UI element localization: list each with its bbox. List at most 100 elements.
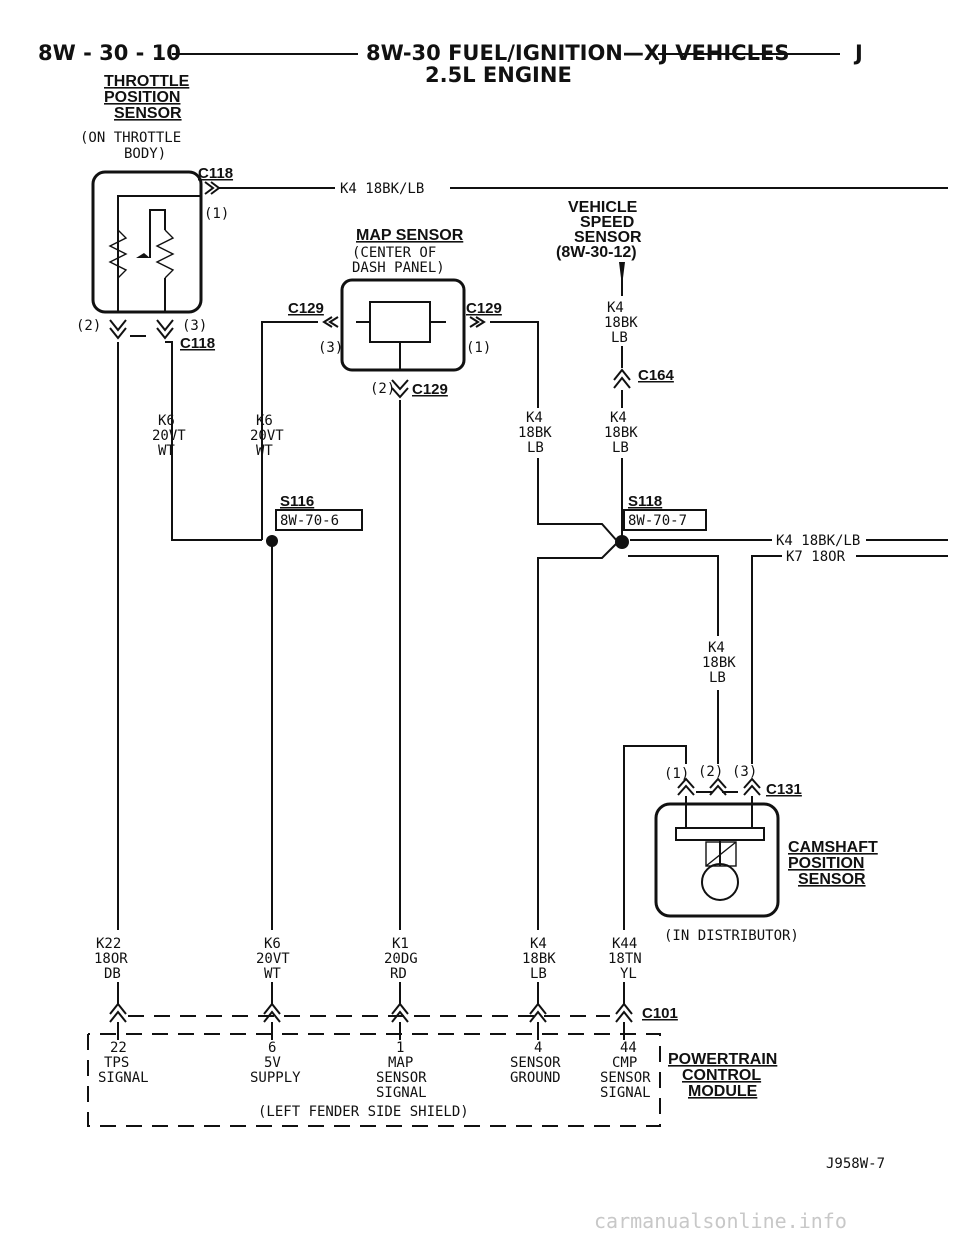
wire-k7-left (751, 555, 782, 764)
tps-conn-top: C118 (198, 165, 233, 182)
wire-k44-cmp-signal (623, 745, 687, 930)
tps-conn-pin3-symbol (156, 319, 174, 340)
vss-arrow (619, 262, 625, 278)
pcm-dashed-border (87, 1033, 661, 1127)
bw2-2: 20DG (384, 951, 418, 967)
s116-ref-box (275, 509, 363, 531)
bw4-2: 18TN (608, 951, 642, 967)
bw0-3: DB (104, 966, 121, 982)
bw4-1: K44 (612, 936, 637, 952)
wire-vss-2: 18BK (604, 315, 638, 331)
cmp-conn-1-symbol (677, 777, 695, 796)
tps-internal-wire (117, 195, 200, 300)
pcm-pin1-l3: SIGNAL (376, 1085, 427, 1101)
cmp-title-1: CAMSHAFT (788, 839, 878, 856)
map-pin-1: (1) (466, 340, 491, 356)
wire-k6-tps-2: 20VT (152, 428, 186, 444)
splice-s118: S118 8W-70-7 (615, 493, 707, 549)
pcm-pin4-l1: SENSOR (510, 1055, 561, 1071)
wire-vss-1: K4 (607, 300, 624, 316)
tps-location-2: BODY) (124, 146, 166, 162)
cmp-pickup (705, 841, 737, 867)
tps-housing (91, 170, 203, 314)
wire-k4-to-cmp (628, 555, 719, 636)
map-pin-2: (2) (370, 381, 395, 397)
s118-ref: 8W-70-7 (628, 513, 687, 529)
c101-pin4-symbol (529, 1002, 547, 1023)
page-ref: 8W - 30 - 10 (38, 41, 181, 65)
cmp-title-2: POSITION (788, 855, 864, 872)
pcm-pin22-num: 22 (110, 1040, 127, 1056)
pcm-title-2: CONTROL (682, 1067, 761, 1084)
map-conn-left-symbol (322, 316, 339, 328)
watermark: carmanualsonline.info (594, 1209, 847, 1233)
map-conn-right-symbol (469, 316, 486, 328)
map-conn-left: C129 (288, 300, 324, 317)
tps-title-3: SENSOR (114, 105, 182, 122)
wire-k4-sensor-ground (537, 541, 619, 930)
pcm-pin4-l2: GROUND (510, 1070, 561, 1086)
pcm-pin22-l2: SIGNAL (98, 1070, 149, 1086)
pcm-pin44-l1: CMP (612, 1055, 637, 1071)
tps-wiper (149, 209, 166, 258)
tps-title-1: THROTTLE (104, 73, 190, 90)
model-code: J (853, 41, 863, 65)
vss-ref: (8W-30-12) (556, 244, 637, 261)
map-pin-3: (3) (318, 340, 343, 356)
bw1-2: 20VT (256, 951, 290, 967)
wire-k4-c164-1: K4 (610, 410, 627, 426)
wire-k6-tps-pin3 (165, 341, 262, 541)
conn-c164: C164 (638, 367, 675, 384)
bw4-3: YL (620, 966, 637, 982)
wire-k4-map-2: 18BK (518, 425, 552, 441)
splice-s116: S116 8W-70-6 (261, 493, 363, 930)
wire-top-label: K4 18BK/LB (340, 181, 424, 197)
bw1-3: WT (264, 966, 281, 982)
pcm-title-3: MODULE (688, 1083, 758, 1100)
conn-c131: C131 (766, 781, 802, 798)
page-header: 8W - 30 - 10 8W-30 FUEL/IGNITION—XJ VEHI… (38, 41, 863, 87)
bw0-1: K22 (96, 936, 121, 952)
map-housing (340, 278, 466, 372)
conn-c101: C101 (642, 1005, 678, 1022)
pcm-pin4-num: 4 (534, 1040, 542, 1056)
wire-right-2-label: K7 18OR (786, 549, 846, 565)
tps-resistor-left (108, 229, 128, 279)
wire-k4-cmp-1: K4 (708, 640, 725, 656)
s118-ref-box (623, 509, 707, 531)
bw0-2: 18OR (94, 951, 128, 967)
tps-pin-2: (2) (76, 318, 101, 334)
pcm-location: (LEFT FENDER SIDE SHIELD) (258, 1104, 469, 1120)
wire-k4-cmp-2: 18BK (702, 655, 736, 671)
map-element (369, 301, 431, 343)
s118-id: S118 (628, 493, 662, 510)
tps-conn-bottom: C118 (180, 335, 215, 352)
wire-k4-map-1: K4 (526, 410, 543, 426)
cmp-conn-3-symbol (743, 777, 761, 796)
wire-k4-map-3: LB (527, 440, 544, 456)
cmp-title-3: SENSOR (798, 871, 866, 888)
map-title: MAP SENSOR (356, 227, 464, 244)
bw3-2: 18BK (522, 951, 556, 967)
cmp-pin-2: (2) (698, 764, 723, 780)
map-conn-right: C129 (466, 300, 502, 317)
engine-label: 2.5L ENGINE (425, 63, 572, 87)
vss-title-1: VEHICLE (568, 199, 638, 216)
tps-location-1: (ON THROTTLE (80, 130, 181, 146)
pcm-pin6-num: 6 (268, 1040, 276, 1056)
c101-pin44-symbol (615, 1002, 633, 1023)
bottom-wire-labels: K22 18OR DB K6 20VT WT K1 20DG RD K4 18B… (94, 936, 642, 982)
bw1-1: K6 (264, 936, 281, 952)
pcm-pin44-num: 44 (620, 1040, 637, 1056)
map-conn-bottom-symbol (391, 379, 409, 399)
vehicle-speed-sensor: VEHICLE SPEED SENSOR (8W-30-12) (556, 199, 642, 278)
cmp-rotor (701, 863, 739, 901)
wire-k6-map-1: K6 (256, 413, 273, 429)
wire-k4-map-to-s118 (537, 458, 619, 543)
s116-id: S116 (280, 493, 314, 510)
cmp-location: (IN DISTRIBUTOR) (664, 928, 799, 944)
map-location-2: DASH PANEL) (352, 260, 445, 276)
vss-title-2: SPEED (580, 214, 634, 231)
cmp-hall-element (675, 827, 765, 841)
